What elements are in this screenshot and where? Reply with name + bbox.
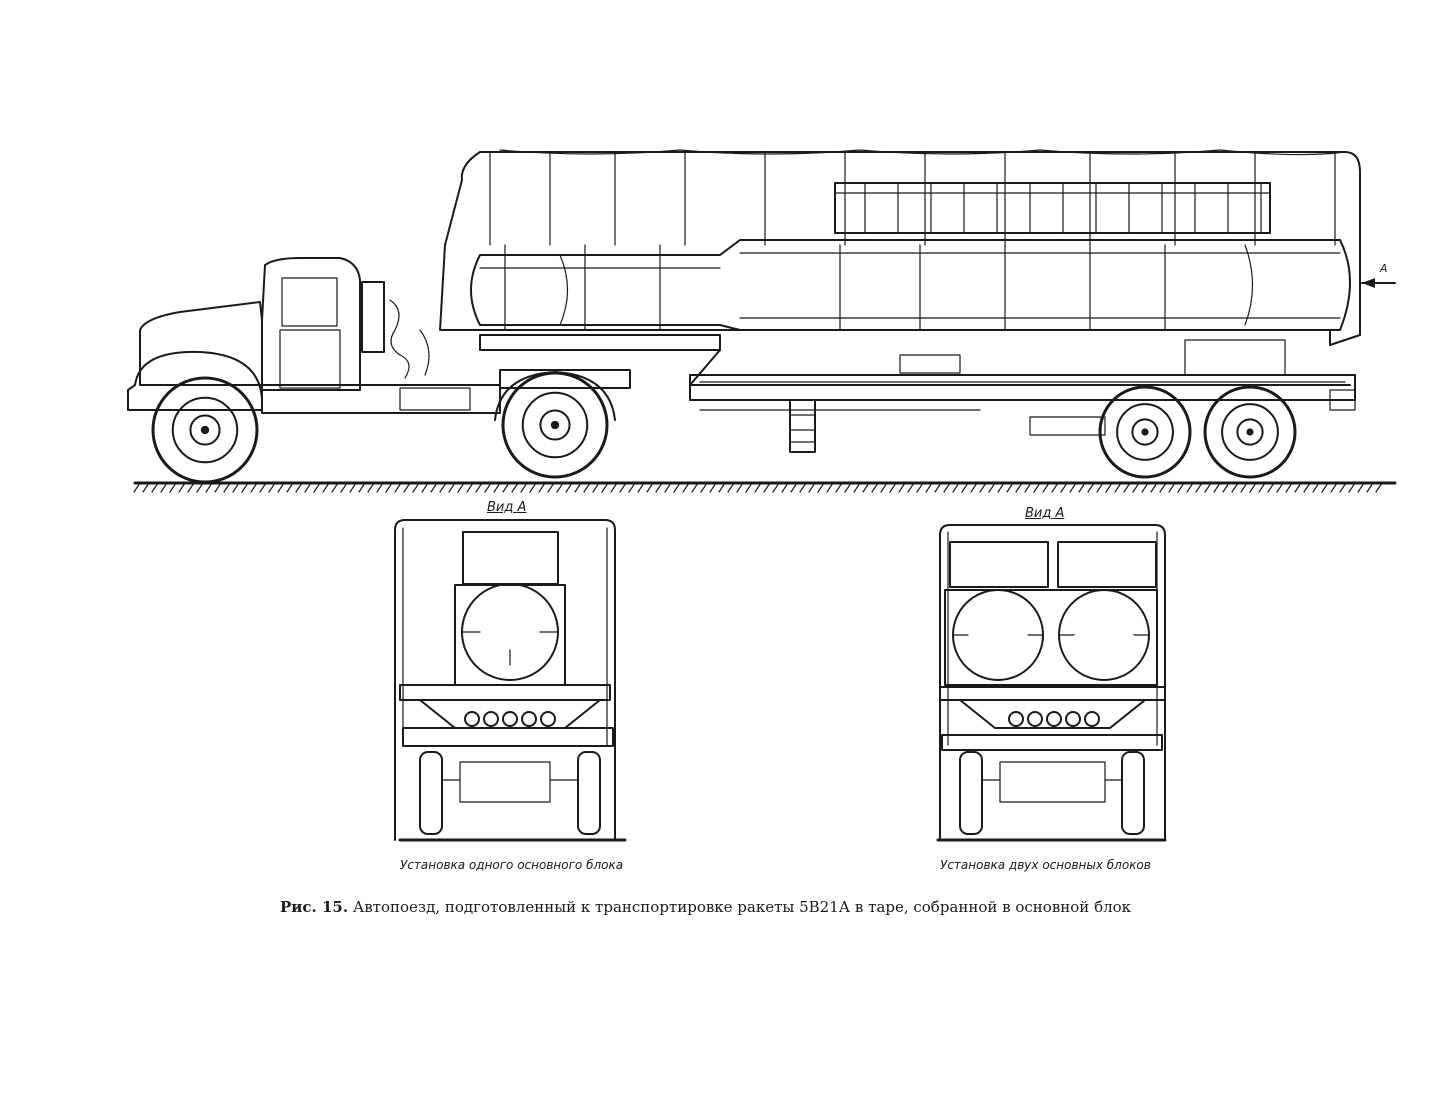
- view-a-title-left: Вид А: [487, 500, 527, 515]
- semitrailer-frame: [479, 334, 1356, 453]
- view-a-subtitle-left: Установка одного основного блока: [400, 858, 624, 872]
- rear-view-two-blocks: [936, 524, 1167, 842]
- missile-container: [470, 239, 1351, 331]
- view-a-marker-label: А: [1380, 262, 1388, 275]
- wheel: [1098, 385, 1192, 479]
- side-view-truck: [127, 149, 1397, 493]
- caption-text: Автопоезд, подготовленный к транспортиро…: [352, 898, 1132, 916]
- rear-view-single-block: [394, 519, 627, 842]
- figure-caption: Рис. 15. Автопоезд, подготовленный к тра…: [280, 898, 1180, 916]
- view-a-arrow: [1361, 278, 1396, 288]
- ground-line: [133, 481, 1397, 493]
- view-a-subtitle-right: Установка двух основных блоков: [940, 858, 1151, 872]
- wheel: [151, 376, 259, 484]
- upper-container-frame: [834, 182, 1271, 234]
- tarpaulin-cover: [439, 149, 1361, 346]
- caption-prefix: Рис. 15.: [280, 898, 349, 916]
- tractor-truck: [127, 257, 631, 421]
- wheel: [501, 371, 609, 479]
- wheel: [1203, 385, 1297, 479]
- view-a-title-right: Вид А: [1025, 506, 1065, 521]
